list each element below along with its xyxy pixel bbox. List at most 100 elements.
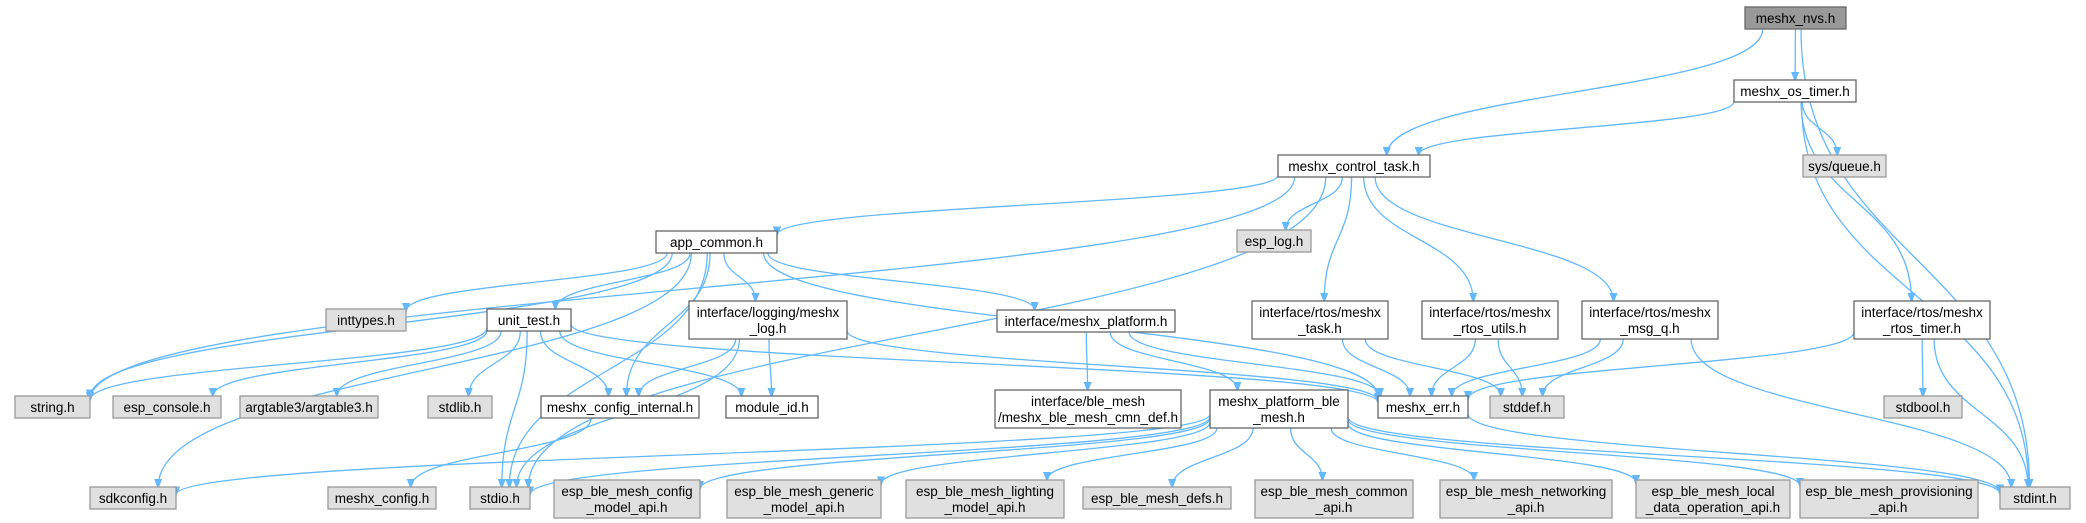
node-box-stdint_h [1999, 486, 2071, 510]
node-box-sys_queue_h [1802, 154, 1887, 178]
edge-app_common_h-to-inttypes_h [406, 252, 668, 311]
node-label-logging_meshx_log_h-0: interface/logging/meshx [697, 305, 840, 320]
node-label-esp_ble_mesh_networking_api_h-0: esp_ble_mesh_networking [1446, 484, 1607, 499]
node-stdio_h: stdio.h [469, 486, 531, 510]
node-box-meshx_nvs_h [1744, 6, 1847, 30]
edge-meshx_err_h-to-stdint_h [1467, 413, 2000, 493]
node-meshx_os_timer_h[interactable]: meshx_os_timer.h [1733, 79, 1857, 103]
edge-meshx_control_task_h-to-rtos_meshx_task_h [1324, 176, 1353, 301]
node-label-esp_ble_mesh_networking_api_h-1: _api.h [1507, 500, 1545, 515]
node-label-meshx_os_timer_h-0: meshx_os_timer.h [1740, 84, 1850, 99]
node-box-meshx_config_h [327, 486, 437, 510]
edge-unit_test_h-to-module_id_h [559, 330, 742, 396]
node-esp_ble_mesh_provisioning_api_h: esp_ble_mesh_provisioning_api.h [1799, 479, 1979, 519]
edge-meshx_platform_ble_mesh_h-to-esp_ble_mesh_defs_h [1172, 427, 1254, 487]
node-label-rtos_meshx_task_h-1: _task.h [1297, 321, 1342, 336]
node-box-rtos_meshx_msg_q_h [1581, 300, 1719, 340]
node-label-esp_log_h-0: esp_log.h [1245, 234, 1304, 249]
node-stddef_h: stddef.h [1489, 395, 1565, 419]
edge-app_common_h-to-meshx_platform_h [767, 252, 1035, 310]
node-box-rtos_meshx_rtos_utils_h [1421, 300, 1559, 340]
edge-meshx_platform_h-to-meshx_platform_ble_mesh_h [1109, 331, 1237, 390]
edge-meshx_os_timer_h-to-meshx_control_task_h [1419, 101, 1735, 155]
node-label-meshx_control_task_h-0: meshx_control_task.h [1288, 159, 1419, 174]
node-unit_test_h[interactable]: unit_test.h [486, 308, 572, 332]
node-label-rtos_meshx_rtos_timer_h-1: _rtos_timer.h [1882, 321, 1961, 336]
node-meshx_err_h[interactable]: meshx_err.h [1377, 395, 1469, 419]
node-label-sys_queue_h-0: sys/queue.h [1808, 159, 1881, 174]
node-rtos_meshx_rtos_utils_h[interactable]: interface/rtos/meshx_rtos_utils.h [1421, 300, 1559, 340]
node-label-meshx_config_h-0: meshx_config.h [335, 491, 430, 506]
node-box-string_h [14, 395, 91, 419]
node-label-inttypes_h-0: inttypes.h [337, 313, 395, 328]
node-rtos_meshx_task_h[interactable]: interface/rtos/meshx_task.h [1251, 300, 1389, 340]
node-label-esp_ble_mesh_common_api_h-0: esp_ble_mesh_common [1260, 484, 1407, 499]
edge-meshx_control_task_h-to-app_common_h [777, 174, 1279, 235]
node-stdint_h: stdint.h [1999, 486, 2071, 510]
node-box-esp_ble_mesh_defs_h [1082, 486, 1232, 510]
edge-unit_test_h-to-meshx_err_h [570, 323, 1378, 403]
node-box-meshx_err_h [1377, 395, 1469, 419]
node-box-stdio_h [469, 486, 531, 510]
node-esp_ble_mesh_generic_model_api_h: esp_ble_mesh_generic_model_api.h [726, 479, 882, 519]
node-box-argtable3_h [239, 395, 379, 419]
node-label-esp_ble_mesh_common_api_h-1: _api.h [1315, 500, 1353, 515]
node-ble_mesh_cmn_def_h[interactable]: interface/ble_mesh/meshx_ble_mesh_cmn_de… [994, 389, 1182, 429]
node-label-stddef_h-0: stddef.h [1503, 400, 1551, 415]
node-box-esp_console_h [112, 395, 222, 419]
node-box-unit_test_h [486, 308, 572, 332]
node-logging_meshx_log_h[interactable]: interface/logging/meshx_log.h [688, 300, 848, 340]
node-meshx_platform_h[interactable]: interface/meshx_platform.h [996, 309, 1176, 333]
node-esp_ble_mesh_local_data_operation_api_h: esp_ble_mesh_local_data_operation_api.h [1635, 479, 1791, 519]
node-label-stdio_h-0: stdio.h [480, 491, 520, 506]
node-label-string_h-0: string.h [30, 400, 74, 415]
edge-app_common_h-to-meshx_config_internal_h [626, 252, 711, 396]
edge-logging_meshx_log_h-to-meshx_config_internal_h [639, 338, 737, 396]
edge-app_common_h-to-stdio_h [509, 252, 708, 487]
node-label-stdint_h-0: stdint.h [2013, 491, 2057, 506]
edge-unit_test_h-to-meshx_config_internal_h [539, 330, 609, 396]
node-esp_ble_mesh_common_api_h: esp_ble_mesh_common_api.h [1254, 479, 1414, 519]
node-box-ble_mesh_cmn_def_h [994, 389, 1182, 429]
node-esp_ble_mesh_lighting_model_api_h: esp_ble_mesh_lighting_model_api.h [905, 479, 1065, 519]
node-label-meshx_platform_ble_mesh_h-1: _mesh.h [1252, 410, 1305, 425]
edge-meshx_platform_ble_mesh_h-to-sdkconfig_h [176, 413, 1211, 494]
node-box-esp_ble_mesh_provisioning_api_h [1799, 479, 1979, 519]
node-rtos_meshx_rtos_timer_h[interactable]: interface/rtos/meshx_rtos_timer.h [1853, 300, 1991, 340]
node-box-meshx_platform_ble_mesh_h [1209, 389, 1349, 429]
node-label-esp_ble_mesh_lighting_model_api_h-0: esp_ble_mesh_lighting [916, 484, 1054, 499]
node-box-esp_ble_mesh_networking_api_h [1439, 479, 1613, 519]
node-stdbool_h: stdbool.h [1883, 395, 1963, 419]
node-meshx_platform_ble_mesh_h[interactable]: meshx_platform_ble_mesh.h [1209, 389, 1349, 429]
node-app_common_h[interactable]: app_common.h [655, 230, 778, 254]
node-label-esp_ble_mesh_config_model_api_h-1: _model_api.h [585, 500, 667, 515]
edge-meshx_config_internal_h-to-meshx_config_h [411, 417, 592, 487]
node-box-esp_ble_mesh_config_model_api_h [553, 479, 701, 519]
node-label-meshx_nvs_h-0: meshx_nvs.h [1756, 11, 1836, 26]
edge-rtos_meshx_rtos_utils_h-to-stddef_h [1497, 338, 1522, 396]
node-box-sdkconfig_h [89, 486, 177, 510]
node-meshx_nvs_h: meshx_nvs.h [1744, 6, 1847, 30]
node-label-meshx_err_h-0: meshx_err.h [1386, 400, 1460, 415]
node-label-esp_ble_mesh_local_data_operation_api_h-0: esp_ble_mesh_local [1651, 484, 1774, 499]
node-module_id_h[interactable]: module_id.h [725, 395, 819, 419]
edge-meshx_platform_ble_mesh_h-to-esp_ble_mesh_provisioning_api_h [1347, 418, 1800, 486]
node-box-stddef_h [1489, 395, 1565, 419]
edge-rtos_meshx_msg_q_h-to-stddef_h [1543, 338, 1624, 396]
edge-meshx_control_task_h-to-string_h [90, 176, 1296, 400]
node-label-esp_ble_mesh_provisioning_api_h-0: esp_ble_mesh_provisioning [1805, 484, 1972, 499]
node-box-app_common_h [655, 230, 778, 254]
node-label-meshx_platform_h-0: interface/meshx_platform.h [1005, 314, 1168, 329]
node-meshx_config_internal_h[interactable]: meshx_config_internal.h [540, 395, 700, 419]
edge-meshx_platform_ble_mesh_h-to-esp_ble_mesh_networking_api_h [1330, 427, 1474, 480]
node-meshx_control_task_h[interactable]: meshx_control_task.h [1277, 154, 1431, 178]
node-label-sdkconfig_h-0: sdkconfig.h [99, 491, 167, 506]
edge-meshx_control_task_h-to-rtos_meshx_rtos_utils_h [1363, 176, 1474, 301]
edge-rtos_meshx_rtos_utils_h-to-meshx_err_h [1432, 338, 1477, 396]
node-box-inttypes_h [325, 308, 407, 332]
node-label-app_common_h-0: app_common.h [670, 235, 763, 250]
node-label-rtos_meshx_rtos_utils_h-0: interface/rtos/meshx [1429, 305, 1551, 320]
node-box-esp_log_h [1236, 229, 1312, 253]
node-rtos_meshx_msg_q_h[interactable]: interface/rtos/meshx_msg_q.h [1581, 300, 1719, 340]
node-label-unit_test_h-0: unit_test.h [498, 313, 560, 328]
